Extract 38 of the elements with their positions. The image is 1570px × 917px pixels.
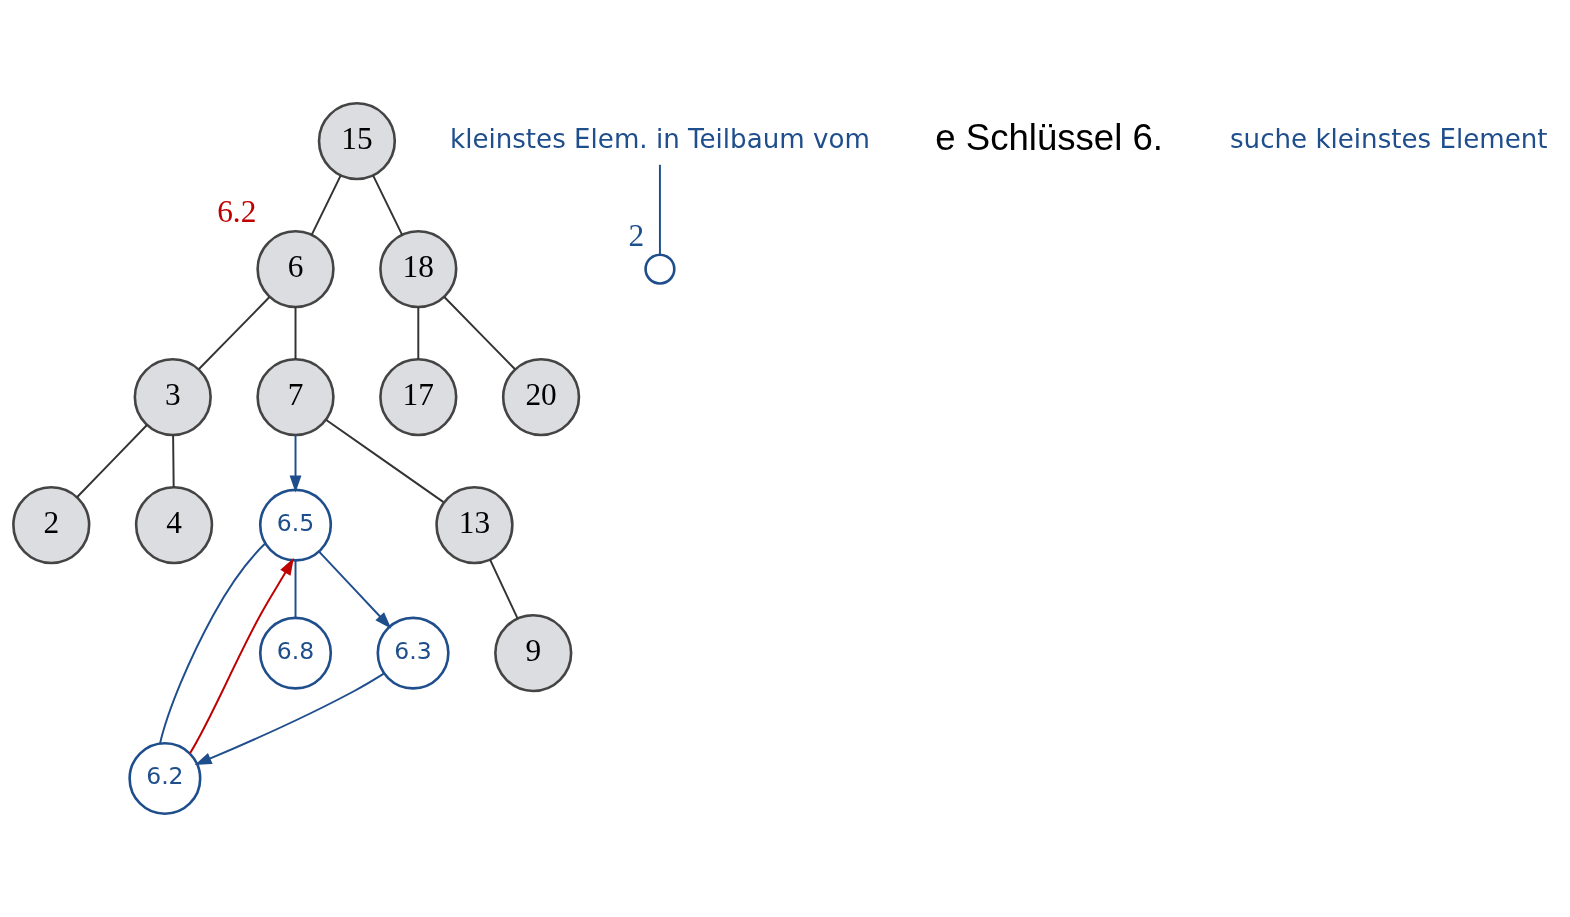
arrow	[194, 672, 386, 766]
connector	[443, 296, 517, 371]
connector	[372, 174, 404, 236]
connector	[294, 559, 297, 619]
node-label: 2	[628, 217, 645, 253]
node-circle: 6.5	[258, 488, 333, 562]
connector	[294, 306, 297, 360]
node-circle: 4	[134, 485, 214, 565]
node-circle	[644, 253, 676, 285]
arrow	[318, 550, 392, 629]
node-circle: 20	[501, 357, 581, 437]
connector	[159, 542, 267, 745]
node-circle: 13	[435, 485, 514, 565]
node-circle: 18	[379, 229, 458, 309]
node-circle: 15	[317, 101, 397, 181]
arrow	[189, 558, 294, 754]
node-circle: 6.8	[258, 616, 333, 690]
connector	[658, 163, 661, 256]
node-circle: 6.2	[128, 741, 202, 816]
connector	[197, 296, 271, 371]
connector	[76, 424, 148, 499]
label: suche kleinstes Element	[1229, 123, 1548, 154]
node-text: kleinstes Elem. in Teilbaum vom	[450, 123, 870, 154]
node-circle: 3	[133, 357, 212, 437]
label: e Schlüssel 6.	[935, 117, 1163, 159]
connector	[417, 306, 420, 360]
node-circle: 6.3	[376, 616, 450, 690]
node-circle: 17	[379, 357, 458, 437]
connector	[310, 174, 342, 236]
connector	[172, 434, 175, 488]
node-circle: 6	[256, 229, 335, 309]
arrow	[289, 434, 302, 493]
node-circle: 9	[494, 613, 573, 693]
node-circle: 7	[256, 357, 335, 437]
node-circle: 2	[12, 485, 91, 565]
node-label: 6.2	[217, 194, 257, 230]
connector	[325, 419, 445, 504]
connector	[489, 558, 519, 620]
